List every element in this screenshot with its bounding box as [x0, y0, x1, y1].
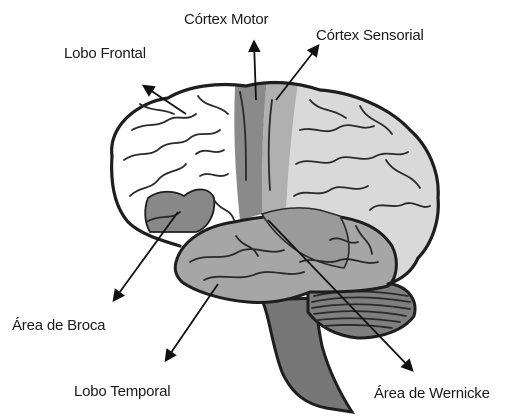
broca-area: [145, 189, 214, 232]
label-broca-area: Área de Broca: [12, 317, 106, 334]
label-temporal-lobe: Lobo Temporal: [74, 383, 170, 400]
label-frontal-lobe: Lobo Frontal: [64, 45, 146, 62]
label-motor-cortex: Córtex Motor: [184, 11, 268, 28]
arrow-temporal-lobe: [166, 284, 218, 360]
label-sensory-cortex: Córtex Sensorial: [316, 27, 424, 44]
label-wernicke-area: Área de Wernicke: [374, 385, 490, 402]
